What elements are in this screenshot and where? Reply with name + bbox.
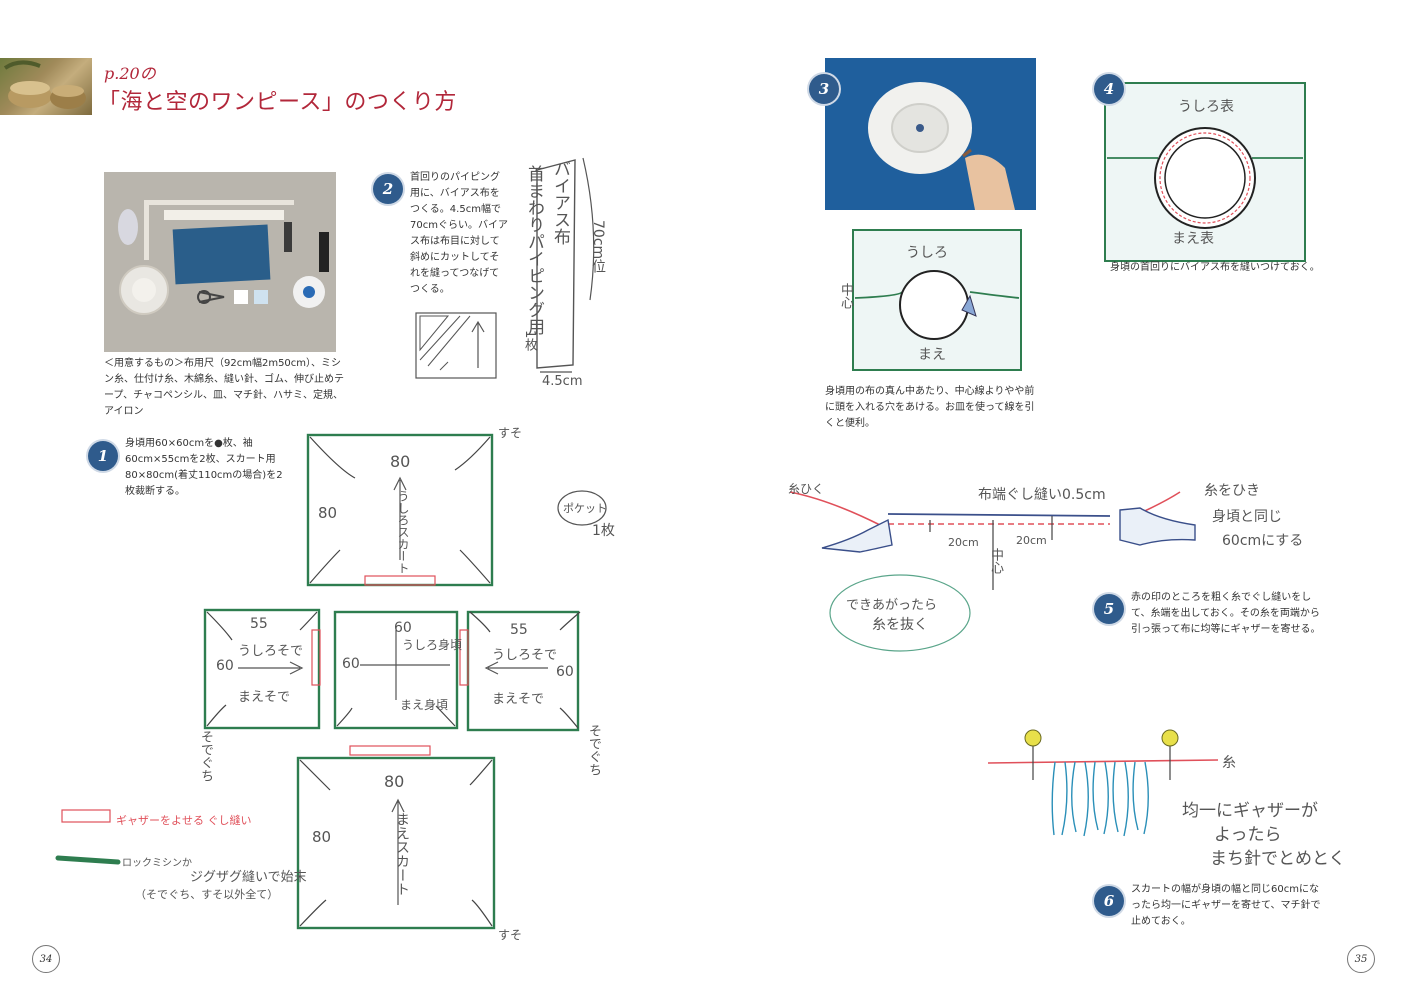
legend-red: ギャザーをよせる ぐし縫い [116, 814, 252, 827]
page-title: 「海と空のワンピース」のつくり方 [98, 90, 457, 115]
basket-illustration [3, 60, 86, 109]
step-5-badge: 5 [1094, 594, 1124, 624]
label-back-sleeve-left: うしろそで [238, 644, 304, 659]
binding-front-label: まえ表 [1172, 231, 1214, 247]
label-pocket: ポケット [563, 502, 607, 515]
step-1-badge: 1 [88, 441, 118, 471]
gather-center-label: 中心 [988, 548, 1003, 574]
gather-bubble-1: できあがったら [846, 598, 938, 613]
label-back-body: うしろ身頃 [402, 638, 463, 652]
label-back-skirt-h: 80 [318, 504, 338, 522]
label-sleeve-h-left: 60 [216, 658, 234, 674]
label-pocket-count: 1枚 [592, 523, 615, 539]
legend-green-1: ロックミシンか [122, 858, 192, 869]
step-5-text: 赤の印のところを粗く糸でぐし縫いをして、糸端を出しておく。その糸を両端から引っ張… [1131, 592, 1321, 635]
plate-photo [825, 58, 1036, 210]
page-number-right: 35 [1347, 945, 1375, 973]
legend-green-2: ジグザグ縫いで始末 [190, 870, 307, 885]
bias-label: 首まわりパイピング用 [524, 165, 544, 335]
label-body-h: 60 [342, 656, 360, 672]
gather-distance-2: 20cm [1016, 534, 1047, 547]
label-front-sleeve-right: まえそで [492, 692, 545, 707]
bias-width: 4.5cm [542, 374, 583, 389]
pin-note-1: 均一にギャザーが [1182, 801, 1318, 821]
label-cuff-left: そでぐち [198, 730, 213, 782]
label-cuff-right: そでぐち [586, 724, 601, 776]
label-front-body: まえ身頃 [400, 698, 449, 712]
materials-photo [104, 172, 336, 352]
label-suso-top: すそ [498, 426, 523, 440]
label-front-skirt-h: 80 [312, 828, 332, 846]
bias-count: 1枚 [522, 330, 537, 352]
gather-pull-right-2: 身頃と同じ [1212, 509, 1282, 525]
gather-pull-right-3: 60cmにする [1222, 533, 1304, 549]
label-sleeve-h-right: 60 [556, 664, 574, 680]
gather-bubble-2: 糸を抜く [872, 617, 928, 633]
neck-center-label: 中心 [838, 283, 853, 309]
page-ref: p.20の [104, 64, 156, 83]
step-2-badge: 2 [373, 174, 403, 204]
step-3-badge: 3 [809, 74, 839, 104]
step-3-text: 身頃用の布の真ん中あたり、中心線よりやや前に頭を入れる穴をあける。お皿を使って線… [825, 386, 1035, 429]
step-1-text: 身頃用60×60cmを●枚、袖60cm×55cmを2枚、スカート用80×80cm… [125, 438, 283, 497]
label-suso-bottom: すそ [498, 928, 523, 942]
step-6-badge: 6 [1094, 886, 1124, 916]
materials-illustration [118, 200, 329, 315]
label-front-skirt: まえスカート [394, 812, 410, 896]
plate-illustration [868, 82, 1015, 210]
label-sleeve-w-left: 55 [250, 616, 268, 632]
label-front-sleeve-left: まえそで [238, 690, 291, 705]
label-front-skirt-w: 80 [384, 772, 405, 791]
label-back-sleeve-right: うしろそで [492, 648, 558, 663]
pin-thread-label: 糸 [1222, 755, 1236, 771]
step-4-text: 身頃の首回りにバイアス布を縫いつけておく。 [1110, 262, 1320, 273]
neck-front-label: まえ [918, 347, 946, 363]
pin-note-2: よったら [1214, 825, 1282, 845]
label-back-skirt-w: 80 [390, 452, 411, 471]
bias-length: 70cm位 [590, 220, 606, 274]
header-photo [0, 58, 92, 115]
step-6-text: スカートの幅が身頃の幅と同じ60cmになったら均一にギャザーを寄せて、マチ針で止… [1131, 884, 1321, 927]
label-sleeve-w-right: 55 [510, 622, 528, 638]
step-2-text: 首回りのパイピング用に、バイアス布をつくる。4.5cm幅で70cmぐらい。バイア… [410, 172, 508, 295]
legend-green-3: （そでぐち、すそ以外全て） [135, 888, 279, 901]
materials-caption: ＜用意するもの＞布用尺（92cm幅2m50cm）、ミシン糸、仕付け糸、木綿糸、縫… [104, 358, 344, 417]
gather-distance-1: 20cm [948, 536, 979, 549]
page-number-left: 34 [32, 945, 60, 973]
label-body-w: 60 [394, 620, 412, 636]
label-back-skirt: うしろスカート [396, 490, 410, 574]
binding-back-label: うしろ表 [1178, 99, 1234, 115]
gather-pull-right-1: 糸をひき [1204, 483, 1260, 499]
step-4-badge: 4 [1094, 74, 1124, 104]
bias-label-2: バイアス布 [550, 160, 570, 245]
neck-back-label: うしろ [906, 245, 948, 261]
gather-top-label: 布端ぐし縫い0.5cm [978, 487, 1106, 503]
pin-note-3: まち針でとめとく [1210, 849, 1346, 869]
gather-pull-left: 糸ひく [788, 482, 825, 496]
